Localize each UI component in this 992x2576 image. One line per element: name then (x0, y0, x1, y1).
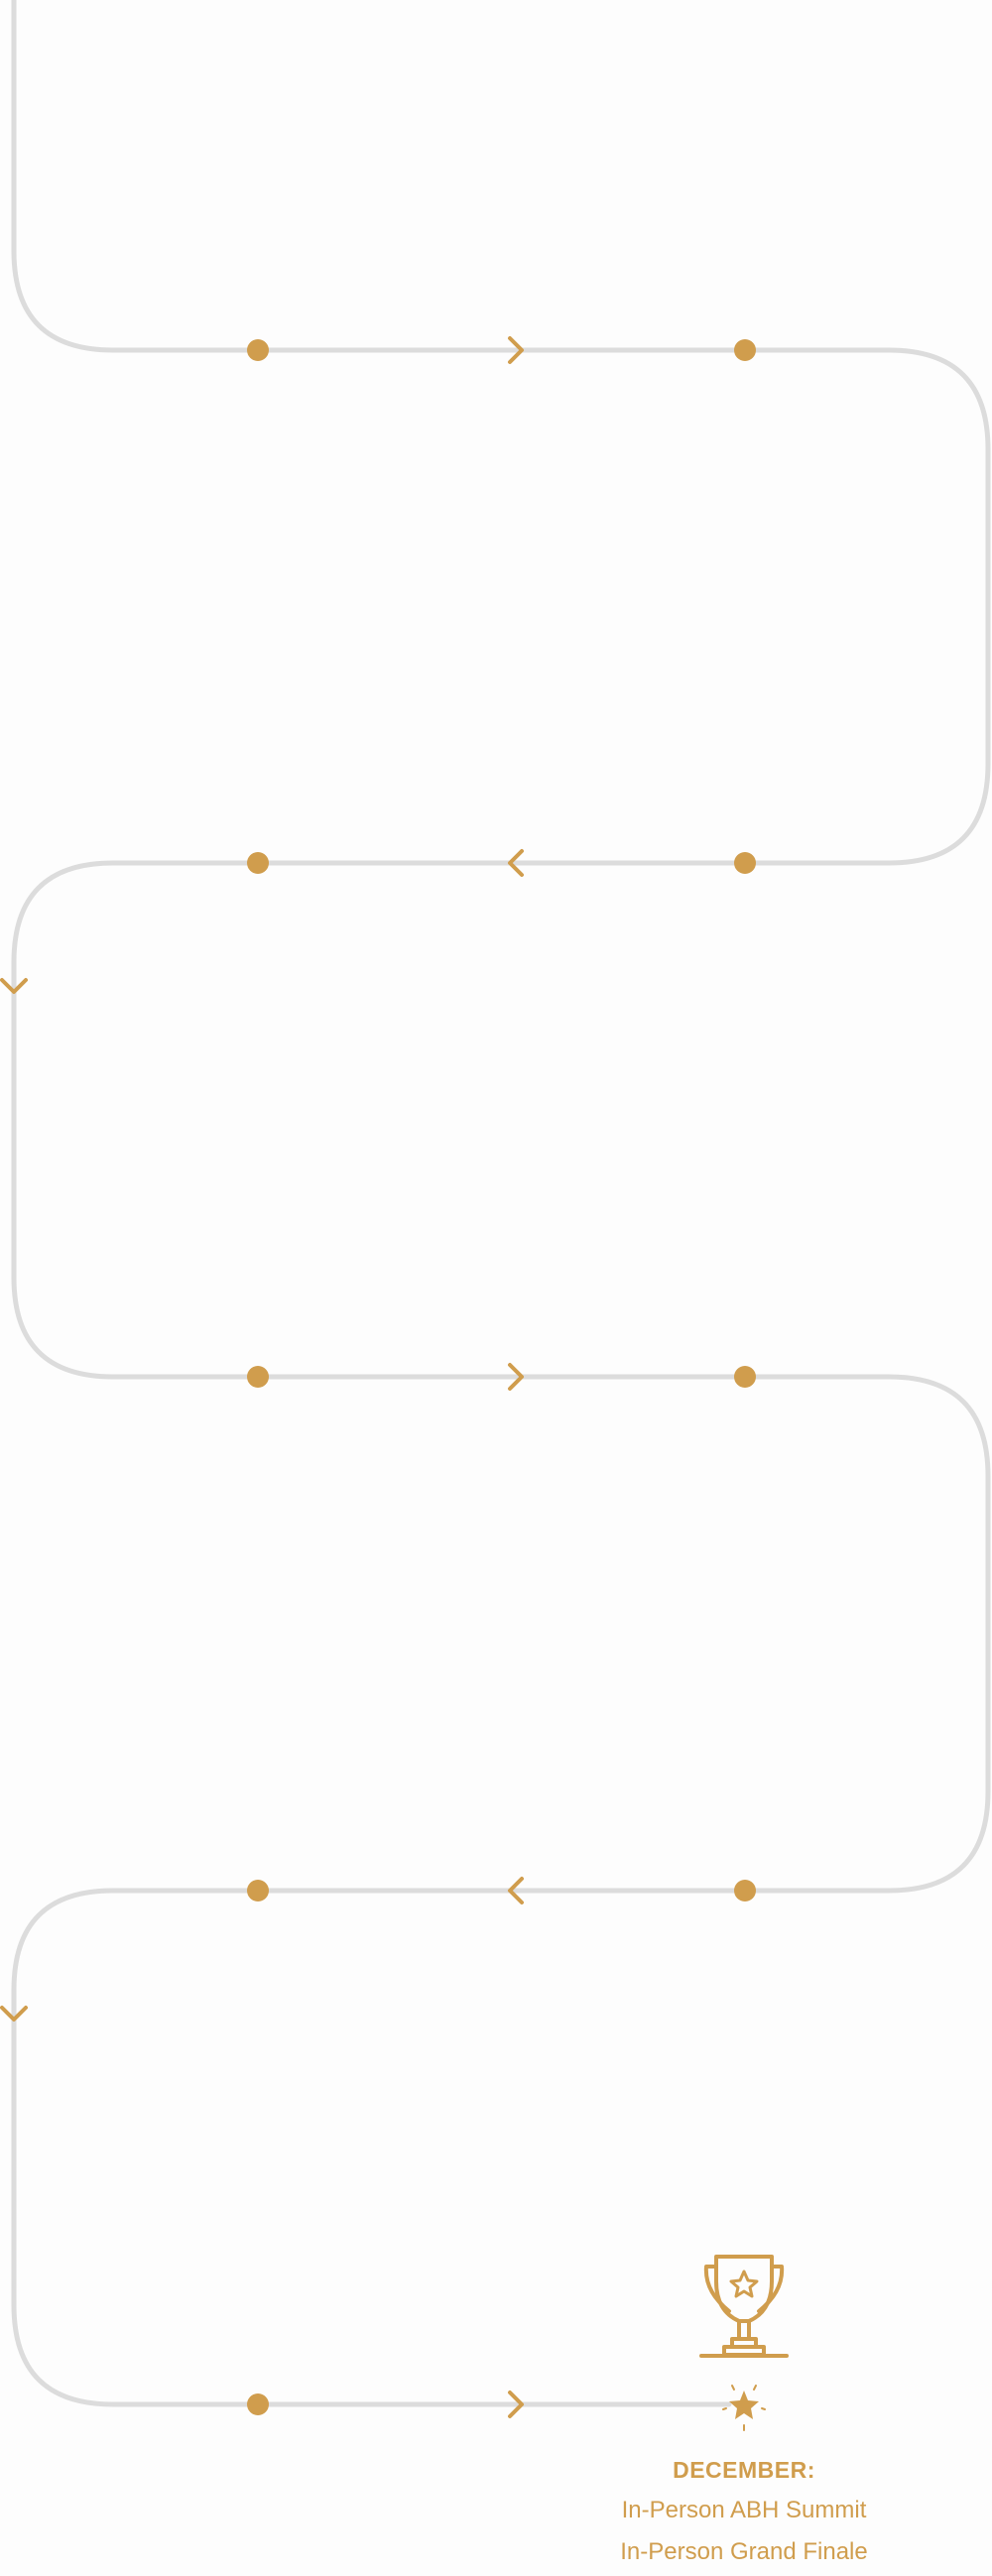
chevron-left-icon (508, 1877, 524, 1904)
sparkle-star-icon (722, 2385, 766, 2431)
chevron-right-icon (508, 336, 524, 364)
final-milestone-line: In-Person ABH Summit (621, 2497, 867, 2523)
chevron-left-icon (508, 849, 524, 877)
final-milestone-text: DECEMBER: In-Person ABH Summit In-Person… (595, 2450, 893, 2573)
milestone-dot (247, 1880, 269, 1901)
trophy-icon (699, 2255, 789, 2358)
milestone-dot (247, 2393, 269, 2415)
milestone-dot (734, 1366, 756, 1388)
milestone-dot (734, 852, 756, 874)
chevron-right-icon (508, 2391, 524, 2418)
final-milestone-heading: DECEMBER: (673, 2457, 815, 2483)
milestone-dot (734, 1880, 756, 1901)
chevron-down-icon (0, 2006, 28, 2022)
milestone-dot (247, 1366, 269, 1388)
chevron-right-icon (508, 1363, 524, 1391)
final-milestone-line: In-Person Grand Finale (620, 2538, 868, 2565)
chevron-down-icon (0, 978, 28, 994)
milestone-dot (247, 852, 269, 874)
timeline-path (11, 0, 991, 2407)
milestone-dot (247, 339, 269, 361)
milestone-dot (734, 339, 756, 361)
